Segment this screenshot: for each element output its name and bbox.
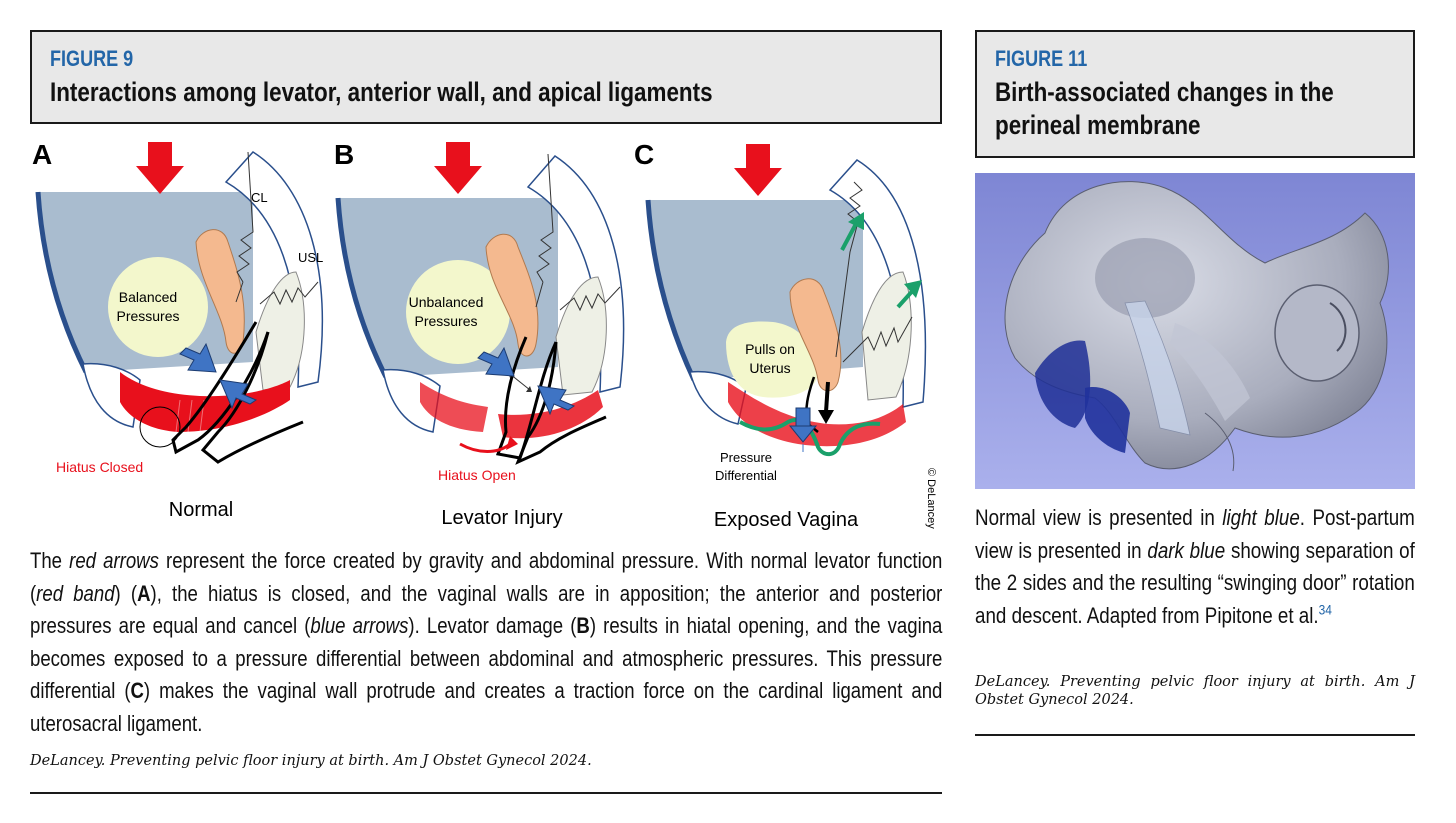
figure11-divider — [975, 734, 1415, 736]
panel-c-letter: C — [634, 139, 654, 170]
usl-label: USL — [298, 250, 323, 265]
pressure-label-1: Pressure — [720, 450, 772, 465]
panel-a: A CL USL Balanced Pressures Hiatus Close… — [32, 139, 323, 521]
copyright-label: © DeLancey — [925, 468, 937, 529]
figure11-citation: DeLancey. Preventing pelvic floor injury… — [975, 674, 1415, 708]
figure11-title: Birth-associated changes in the perineal… — [995, 77, 1334, 140]
figure9-divider — [30, 792, 942, 794]
panel-b: B Unbalanced Pressures Hiatus Open Levat… — [334, 139, 625, 529]
figure9-citation: DeLancey. Preventing pelvic floor injury… — [30, 753, 592, 769]
figure9-title: Interactions among levator, anterior wal… — [50, 77, 713, 107]
figure9-number: FIGURE 9 — [50, 46, 134, 71]
blue-pressure-arrow-icon — [219, 379, 258, 410]
reference-link[interactable]: 34 — [1318, 601, 1332, 618]
red-force-arrow-icon — [136, 142, 184, 194]
blue-pressure-arrow-icon — [795, 407, 811, 427]
balloon-label-a1: Balanced — [119, 289, 177, 305]
pelvis-3d-render — [975, 173, 1415, 489]
balloon-label-c1: Pulls on — [745, 341, 795, 357]
panel-a-letter: A — [32, 139, 52, 170]
figure11-header: FIGURE 11 Birth-associated changes in th… — [975, 30, 1415, 158]
panel-b-letter: B — [334, 139, 354, 170]
blue-pressure-arrow-icon — [477, 346, 515, 377]
balloon-label-c2: Uterus — [749, 360, 790, 376]
balloon-label-b2: Pressures — [414, 313, 477, 329]
cl-label: CL — [251, 190, 268, 205]
levator-diagram: A CL USL Balanced Pressures Hiatus Close… — [32, 139, 937, 531]
balloon-label-a2: Pressures — [116, 308, 179, 324]
red-force-arrow-icon — [734, 144, 782, 196]
hiatus-closed-label: Hiatus Closed — [56, 459, 143, 475]
panel-a-caption: Normal — [169, 499, 233, 521]
panel-c: C Pulls on Uterus Pressure Differential … — [634, 139, 937, 531]
figure9-header: FIGURE 9 Interactions among levator, ant… — [30, 30, 942, 124]
panel-c-caption: Exposed Vagina — [714, 509, 859, 531]
figure11-number: FIGURE 11 — [995, 46, 1088, 71]
blue-pressure-arrow-icon — [179, 342, 217, 373]
figure11-caption: Normal view is presented in light blue. … — [975, 505, 1415, 628]
pressure-label-2: Differential — [715, 468, 777, 483]
figure9-caption: The red arrows represent the force creat… — [30, 548, 943, 736]
balloon-label-b1: Unbalanced — [409, 294, 484, 310]
blue-pressure-arrow-icon — [537, 385, 576, 416]
hiatus-open-label: Hiatus Open — [438, 467, 516, 483]
panel-b-caption: Levator Injury — [441, 507, 562, 529]
red-force-arrow-icon — [434, 142, 482, 194]
